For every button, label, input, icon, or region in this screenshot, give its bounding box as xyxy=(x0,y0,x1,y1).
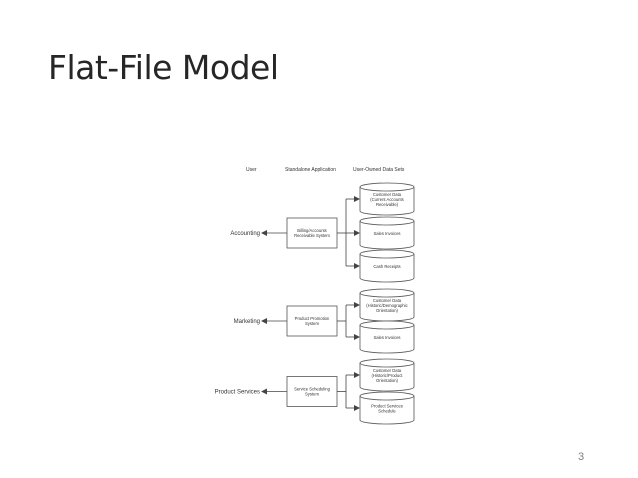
dataset-label: Customer Data xyxy=(373,368,402,373)
user-label: Product Services xyxy=(215,390,260,396)
dataset-label: Receivable) xyxy=(376,202,399,207)
application-box xyxy=(286,305,338,337)
dataset-cylinder-top xyxy=(359,182,415,192)
header-data-sets: User-Owned Data Sets xyxy=(353,167,405,173)
application-label: System xyxy=(305,392,319,397)
application-label: Product Promotion xyxy=(295,316,330,321)
header-user: User xyxy=(246,167,257,173)
dataset-label: Product Services xyxy=(371,404,403,409)
dataset-label: Orientation) xyxy=(376,378,398,383)
dataset-label: Customer Data xyxy=(373,192,402,197)
slide-title: Flat-File Model xyxy=(48,48,279,87)
dataset-label: Cash Receipts xyxy=(373,264,400,269)
page-number: 3 xyxy=(578,451,585,463)
dataset-cylinder xyxy=(359,363,415,392)
application-label: Receivable System xyxy=(294,233,330,238)
dataset-cylinder xyxy=(359,187,415,216)
dataset-cylinder xyxy=(359,325,415,354)
dataset-label: Schedule xyxy=(378,409,396,414)
dataset-label: Customer Data xyxy=(373,298,402,303)
dataset-label: Orientation) xyxy=(376,308,398,313)
dataset-cylinder-top xyxy=(359,358,415,368)
application-box xyxy=(286,217,338,249)
dataset-label: Sales Invoices xyxy=(374,335,401,340)
dataset-label: (Historic/Demographic xyxy=(366,303,407,308)
application-label: System xyxy=(305,321,319,326)
dataset-cylinder xyxy=(359,396,415,425)
dataset-cylinder-top xyxy=(359,216,415,226)
dataset-label: (Historic/Product xyxy=(372,373,404,378)
user-label: Accounting xyxy=(230,231,260,237)
dataset-cylinder-top xyxy=(359,288,415,298)
application-label: Billing/Accounts xyxy=(297,228,327,233)
dataset-cylinder-top xyxy=(359,320,415,330)
dataset-cylinder-top xyxy=(359,391,415,401)
application-label: Service Scheduling xyxy=(294,386,331,391)
dataset-label: (Current Accounts xyxy=(370,197,404,202)
dataset-cylinder xyxy=(359,254,415,283)
user-label: Marketing xyxy=(234,319,260,325)
header-application: Standalone Application xyxy=(285,167,336,173)
dataset-cylinder-top xyxy=(359,249,415,259)
application-box xyxy=(286,376,338,407)
dataset-label: Sales Invoices xyxy=(374,231,401,236)
dataset-cylinder xyxy=(359,221,415,250)
